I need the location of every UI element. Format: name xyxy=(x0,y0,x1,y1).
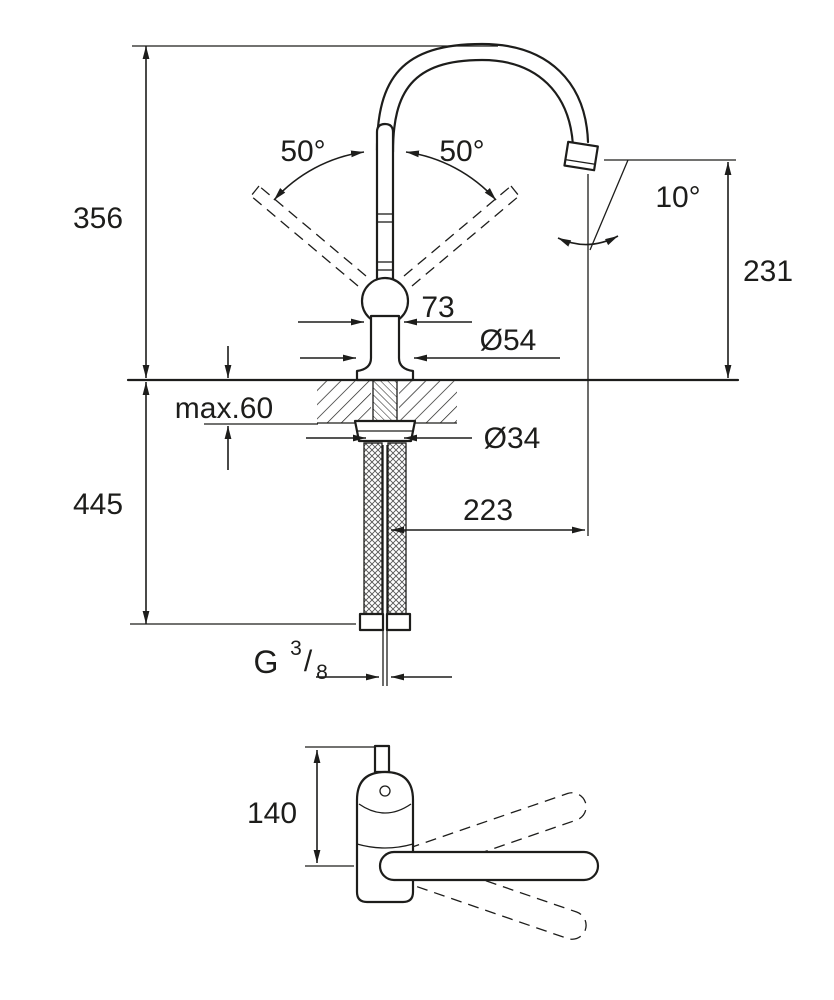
side-view: 50° 50° 10° xyxy=(73,42,793,686)
dim-140: 140 xyxy=(247,746,374,867)
dim-54: Ø54 xyxy=(300,324,560,362)
dim-73-label: 73 xyxy=(421,291,454,324)
spout-inner-contour xyxy=(391,58,575,154)
under-deck-assembly xyxy=(353,381,417,686)
top-view: 140 xyxy=(247,744,600,940)
dim-10-label: 10° xyxy=(655,181,700,214)
dim-max60-label: max.60 xyxy=(175,392,273,425)
thread-slash-label: / xyxy=(304,645,313,678)
flex-hose-left xyxy=(363,442,383,616)
nozzle xyxy=(563,140,599,172)
lever-handle xyxy=(375,122,395,282)
spout-outlet xyxy=(563,140,599,172)
mounting-deck xyxy=(126,378,740,424)
thread-numerator-label: 3 xyxy=(290,637,302,660)
thread-denominator-label: 8 xyxy=(316,661,328,684)
dim-34: Ø34 xyxy=(306,422,540,455)
dim-445: 445 xyxy=(73,382,356,625)
dim-356: 356 xyxy=(73,45,498,378)
dim-231-label: 231 xyxy=(743,255,793,288)
outlet-tip-plan xyxy=(373,744,391,774)
lever-dashed-left-edge xyxy=(258,185,367,277)
dim-50-left-label: 50° xyxy=(280,135,325,168)
lever-dashed-left-cap xyxy=(250,185,260,197)
outlet-angle-annotation: 10° xyxy=(557,159,701,251)
dim-445-label: 445 xyxy=(73,488,123,521)
dim-73: 73 xyxy=(298,291,472,326)
hose-fitting-left xyxy=(358,612,385,632)
body-base xyxy=(355,314,415,382)
flex-hose-right xyxy=(387,442,407,616)
lever-dashed-left-edge xyxy=(250,195,359,287)
dim-223-label: 223 xyxy=(463,494,513,527)
deck-hatch-left xyxy=(317,381,371,423)
dim-231: 231 xyxy=(604,159,793,378)
lever-column xyxy=(375,122,395,282)
deck-hatch-right xyxy=(399,381,457,423)
aerator-line xyxy=(565,158,596,165)
lever-dashed-right-cap xyxy=(510,185,520,197)
lever-dashed-right-edge xyxy=(403,185,512,277)
swivel-arc-left xyxy=(273,150,365,201)
spout-pipe-section xyxy=(379,785,391,797)
body-outline-plan xyxy=(355,770,415,904)
lever-swing-dashed xyxy=(250,185,520,287)
dim-50-right-label: 50° xyxy=(439,135,484,168)
spout xyxy=(375,42,590,154)
body-dome-edge xyxy=(358,803,412,814)
dim-54-label: Ø54 xyxy=(480,324,537,357)
spout-outer-contour xyxy=(375,42,590,152)
body-plan xyxy=(355,744,600,904)
dim-34-label: Ø34 xyxy=(484,422,541,455)
lever-dashed-right-edge xyxy=(411,195,520,287)
thread-prefix-label: G xyxy=(254,644,279,680)
swivel-angle-arcs: 50° 50° xyxy=(273,135,497,201)
lever-plan-solid xyxy=(378,850,600,882)
body-joint-line xyxy=(356,843,414,849)
threaded-shank xyxy=(373,381,397,421)
swivel-arc-right xyxy=(405,150,497,201)
angle-reference-line xyxy=(589,159,629,251)
dim-thread: G 3 / 8 xyxy=(254,637,452,684)
dim-max60: max.60 xyxy=(175,346,318,470)
hose-fitting-right xyxy=(385,612,412,632)
dim-356-label: 356 xyxy=(73,202,123,235)
dim-223: 223 xyxy=(391,174,589,536)
faucet-body xyxy=(355,276,415,382)
dim-140-label: 140 xyxy=(247,797,297,830)
